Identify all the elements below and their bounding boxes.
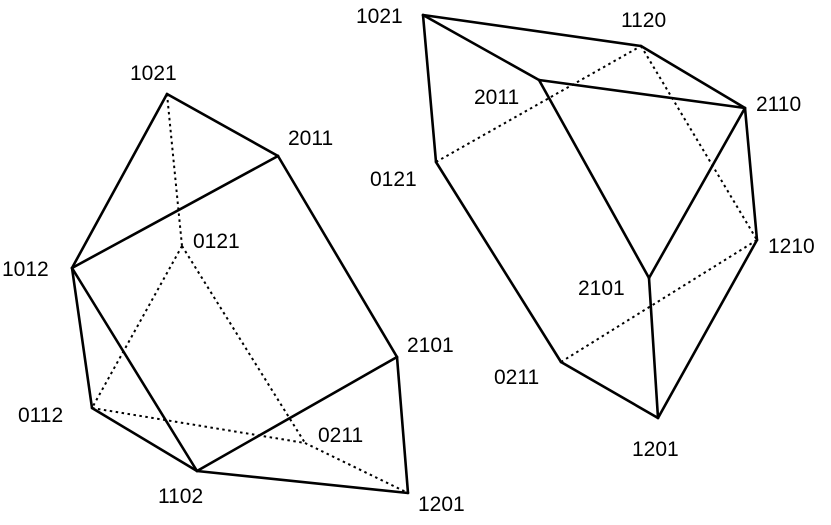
edge-2011-2101 — [276, 154, 399, 359]
edge-0211-1201 — [559, 360, 660, 420]
edge-1021-1120 — [421, 13, 643, 48]
vertex-label-0211: 0211 — [318, 424, 363, 447]
vertex-label-1201: 1201 — [418, 493, 465, 516]
hidden-edge-0211-1201 — [304, 442, 409, 494]
edge-2101-1201 — [395, 355, 410, 495]
hidden-edge-1021-0121 — [166, 93, 183, 247]
edge-1021-1012 — [70, 92, 169, 270]
vertex-label-2101: 2101 — [578, 277, 625, 300]
edge-0121-0211 — [434, 160, 563, 364]
hidden-edge-0121-1120 — [435, 45, 642, 163]
edge-2011-2110 — [537, 78, 747, 110]
edge-1021-2011 — [421, 13, 541, 82]
hidden-edge-0121-0112 — [91, 245, 183, 409]
edge-1021-0121 — [421, 13, 438, 164]
hidden-edge-0112-0211 — [91, 407, 306, 444]
hidden-edge-0211-1210 — [560, 239, 758, 363]
vertex-label-1021: 1021 — [130, 62, 177, 85]
vertex-label-1102: 1102 — [158, 485, 203, 508]
edge-1210-1201 — [656, 238, 759, 420]
vertex-label-1201: 1201 — [632, 438, 679, 461]
vertex-label-1021: 1021 — [356, 5, 403, 28]
edge-1102-2101 — [195, 355, 399, 473]
vertex-label-2011: 2011 — [474, 86, 519, 109]
edge-1021-2011 — [165, 92, 280, 158]
edge-1102-1201 — [195, 469, 410, 495]
polytope-left: 1021 2011 1012 0121 2101 0112 0211 1102 1201 — [2, 62, 465, 516]
edge-1120-2110 — [639, 44, 747, 110]
vertex-label-1210: 1210 — [768, 235, 815, 258]
edge-0112-1102 — [90, 406, 199, 473]
edge-2110-1210 — [743, 106, 759, 242]
edge-2101-1201 — [647, 276, 660, 420]
vertex-label-1120: 1120 — [621, 9, 666, 32]
vertex-label-0121: 0121 — [193, 230, 240, 253]
hidden-edge-0121-0211 — [181, 245, 306, 444]
edge-1012-1102 — [70, 266, 199, 473]
edge-2011-2101 — [537, 78, 651, 280]
vertex-label-2011: 2011 — [288, 127, 333, 150]
edge-1012-0112 — [70, 266, 94, 410]
edge-2110-2101 — [647, 106, 747, 280]
vertex-label-0112: 0112 — [18, 404, 63, 427]
edge-2011-1012 — [70, 154, 280, 270]
vertex-label-1012: 1012 — [2, 258, 49, 281]
vertex-label-2101: 2101 — [407, 334, 454, 357]
vertex-label-0121: 0121 — [370, 168, 417, 191]
vertex-label-2110: 2110 — [756, 93, 801, 116]
hidden-edge-1120-1210 — [640, 45, 758, 241]
polytope-right: 1021 1120 2011 2110 0121 1210 2101 0211 1201 — [356, 5, 815, 461]
vertex-label-0211: 0211 — [494, 366, 539, 389]
